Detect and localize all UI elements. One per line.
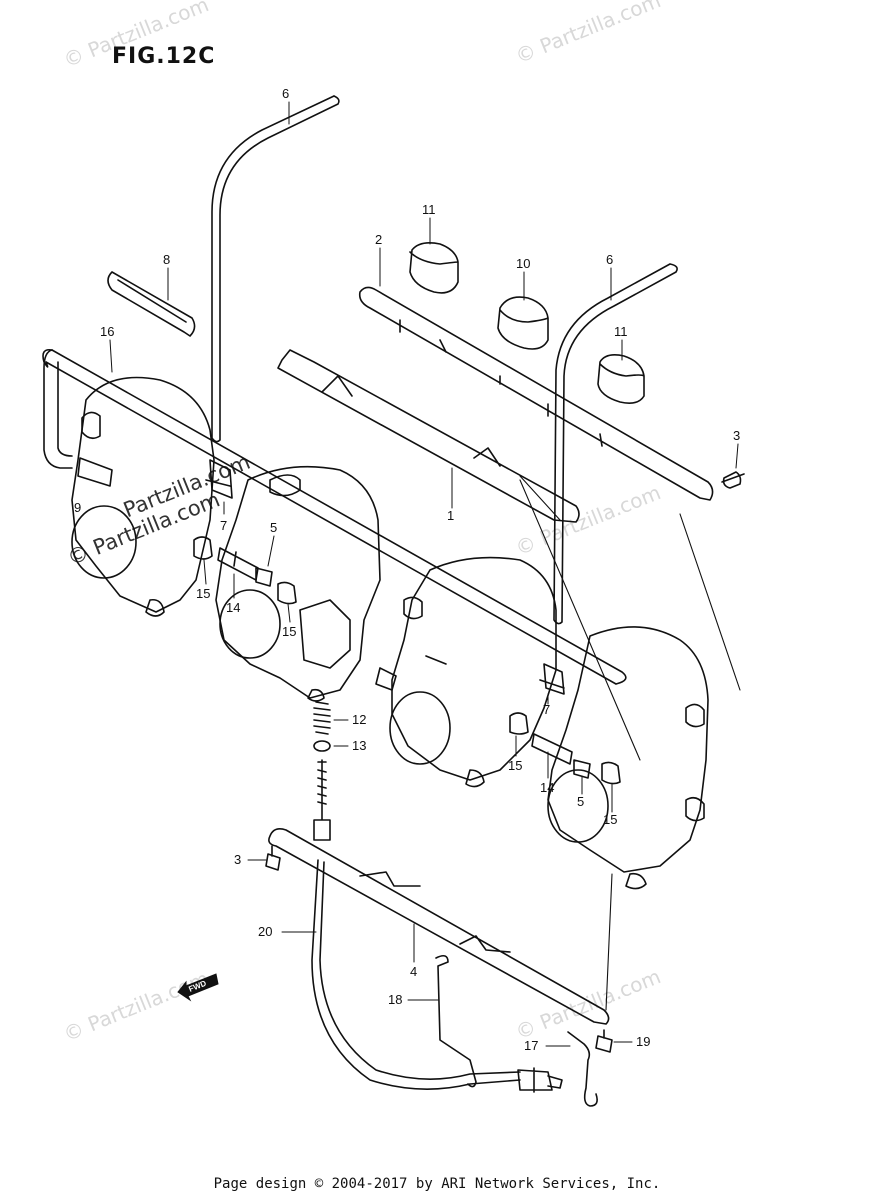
carburetor-3-bore	[389, 691, 451, 765]
callout-5: 5	[270, 520, 277, 535]
clip-17	[567, 1031, 598, 1107]
callout-6: 6	[282, 86, 289, 101]
leader-16	[109, 339, 113, 373]
fitting-15-c	[509, 712, 529, 735]
leader-5a	[267, 535, 275, 567]
carburetor-2-detail	[269, 474, 351, 702]
callout-19: 19	[636, 1034, 650, 1049]
callout-15: 15	[508, 758, 522, 773]
leader-3a	[735, 443, 739, 469]
callout-12: 12	[352, 712, 366, 727]
carburetor-3-detail	[375, 596, 485, 788]
callout-14: 14	[540, 780, 554, 795]
reference-line-lower	[605, 873, 613, 1011]
callout-11: 11	[614, 324, 628, 339]
clip-18	[435, 954, 477, 1088]
leader-15b	[287, 603, 291, 623]
fuel-rail-16	[42, 348, 627, 685]
tube-6-right	[553, 263, 678, 625]
leader-15a	[203, 559, 207, 585]
bracket-1	[277, 349, 580, 523]
spring-12	[313, 701, 331, 735]
fuel-rail-16-elbow	[43, 349, 73, 469]
throttle-screw	[313, 759, 331, 841]
tube-6-left	[211, 95, 340, 443]
callout-10: 10	[516, 256, 530, 271]
carburetor-body-3	[391, 556, 557, 781]
washer-13	[313, 740, 331, 752]
carburetor-4-bore	[547, 769, 609, 843]
callout-3: 3	[234, 852, 241, 867]
fitting-5-a	[255, 567, 273, 587]
page-footer: Page design © 2004-2017 by ARI Network S…	[213, 1176, 661, 1192]
reference-lines	[519, 475, 741, 761]
callout-1: 1	[447, 508, 454, 523]
callout-7: 7	[543, 702, 550, 717]
callout-7: 7	[220, 518, 227, 533]
callout-15: 15	[282, 624, 296, 639]
fitting-5-b	[573, 759, 591, 779]
hose-10	[497, 296, 549, 350]
nozzle-7-left	[205, 459, 233, 499]
nozzle-7-right	[539, 663, 565, 695]
fitting-14-b	[531, 733, 573, 765]
callout-14: 14	[226, 600, 240, 615]
callout-15: 15	[196, 586, 210, 601]
fwd-arrow: FWD	[177, 973, 219, 1002]
callout-4: 4	[410, 964, 417, 979]
fitting-15-a	[193, 536, 213, 560]
callout-13: 13	[352, 738, 366, 753]
callout-3: 3	[733, 428, 740, 443]
fitting-15-b	[277, 581, 297, 605]
carburetor-body-2	[215, 465, 381, 699]
screw-3-bottom	[265, 845, 281, 871]
callout-2: 2	[375, 232, 382, 247]
callout-9: 9	[74, 500, 81, 515]
cable-20	[311, 859, 521, 1090]
callout-17: 17	[524, 1038, 538, 1053]
carburetor-body-1	[71, 376, 215, 613]
callout-8: 8	[163, 252, 170, 267]
fitting-15-d	[601, 761, 621, 785]
hose-11-top	[409, 242, 459, 294]
carburetor-body-4	[547, 626, 709, 873]
screw-19	[595, 1029, 613, 1053]
carburetor-4-detail	[625, 703, 705, 890]
callout-15: 15	[603, 812, 617, 827]
callout-11: 11	[422, 202, 436, 217]
callout-20: 20	[258, 924, 272, 939]
carburetor-2-bore	[219, 589, 281, 659]
figure-title: FIG.12C	[112, 44, 216, 69]
bracket-8	[107, 271, 196, 337]
callout-18: 18	[388, 992, 402, 1007]
carburetor-1-bore	[71, 505, 137, 579]
cable-20-end	[517, 1067, 563, 1093]
screw-3-top	[721, 471, 745, 489]
bracket-4	[268, 828, 610, 1025]
bracket-2	[358, 286, 714, 501]
hose-11-right	[597, 354, 645, 404]
callout-5: 5	[577, 794, 584, 809]
carburetor-1-detail	[77, 411, 165, 617]
callout-16: 16	[100, 324, 114, 339]
callout-6: 6	[606, 252, 613, 267]
